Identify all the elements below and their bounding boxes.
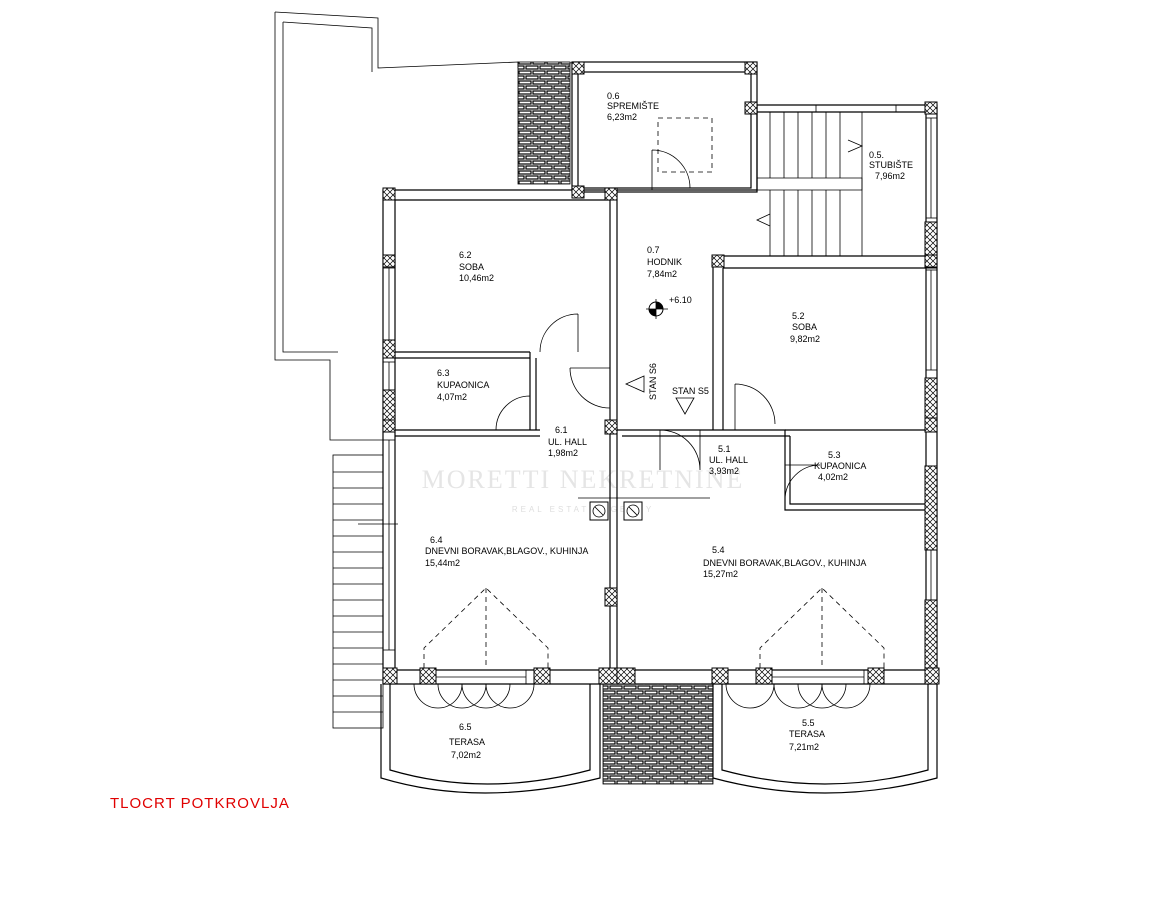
room-number: 5.5 [802, 718, 815, 728]
room-area: 4,02m2 [818, 472, 848, 482]
room-0-7: 0.7 HODNIK 7,84m2 [647, 245, 682, 279]
room-6-3: 6.3 KUPAONICA 4,07m2 [437, 368, 489, 402]
vent-symbols [578, 497, 710, 521]
room-name: KUPAONICA [437, 380, 489, 390]
brick-wall-bottom [602, 683, 714, 785]
room-area: 6,23m2 [607, 112, 637, 122]
watermark-tagline: REAL ESTATE AGENCY [512, 505, 654, 514]
room-area: 15,44m2 [425, 558, 460, 568]
room-5-4: 5.4 DNEVNI BORAVAK,BLAGOV., KUHINJA 15,2… [703, 545, 866, 579]
room-area: 9,82m2 [790, 334, 820, 344]
walls [382, 61, 938, 685]
room-area: 4,07m2 [437, 392, 467, 402]
room-5-1: 5.1 UL. HALL 3,93m2 [709, 444, 748, 476]
watermark-name: MORETTI NEKRETNINE [422, 465, 745, 494]
room-area: 7,21m2 [789, 742, 819, 752]
room-area: 10,46m2 [459, 273, 494, 283]
room-name: SOBA [459, 262, 484, 272]
room-area: 7,84m2 [647, 269, 677, 279]
room-name: DNEVNI BORAVAK,BLAGOV., KUHINJA [425, 546, 588, 556]
room-0-5: 0.5. STUBIŠTE 7,96m2 [869, 150, 913, 181]
room-name: STUBIŠTE [869, 160, 913, 170]
room-number: 5.2 [792, 311, 805, 321]
doors [413, 117, 871, 709]
unit-label-s5: STAN S5 [672, 386, 709, 396]
level-marker: +6.10 [646, 295, 692, 319]
room-0-6: 0.6 SPREMIŠTE 6,23m2 [607, 91, 659, 122]
room-area: 1,98m2 [548, 448, 578, 458]
room-name: SPREMIŠTE [607, 101, 659, 111]
room-number: 6.1 [555, 425, 568, 435]
interior-stairs [756, 112, 864, 256]
unit-markers: STAN S6 STAN S5 [625, 363, 709, 415]
room-name: DNEVNI BORAVAK,BLAGOV., KUHINJA [703, 558, 866, 568]
room-5-2: 5.2 SOBA 9,82m2 [790, 311, 820, 344]
roof-lines [423, 587, 885, 668]
room-6-5: 6.5 TERASA 7,02m2 [449, 722, 485, 760]
room-name: TERASA [789, 729, 825, 739]
room-6-4: 6.4 DNEVNI BORAVAK,BLAGOV., KUHINJA 15,4… [425, 535, 588, 568]
plan-title: TLOCRT POTKROVLJA [110, 795, 290, 812]
exterior-stairs [332, 454, 398, 729]
room-5-3: 5.3 KUPAONICA 4,02m2 [814, 450, 866, 482]
room-name: KUPAONICA [814, 461, 866, 471]
room-area: 15,27m2 [703, 569, 738, 579]
room-number: 5.4 [712, 545, 725, 555]
room-number: 6.3 [437, 368, 450, 378]
room-number: 0.7 [647, 245, 660, 255]
room-6-1: 6.1 UL. HALL 1,98m2 [548, 425, 587, 458]
level-value: +6.10 [669, 295, 692, 305]
room-number: 5.1 [718, 444, 731, 454]
room-name: UL. HALL [548, 437, 587, 447]
room-area: 3,93m2 [709, 466, 739, 476]
columns [382, 61, 940, 685]
room-name: SOBA [792, 322, 817, 332]
room-5-5: 5.5 TERASA 7,21m2 [789, 718, 825, 752]
terraces [380, 684, 938, 794]
room-number: 5.3 [828, 450, 841, 460]
watermark: MORETTI NEKRETNINE REAL ESTATE AGENCY [422, 465, 745, 514]
room-number: 6.4 [430, 535, 443, 545]
room-number: 0.5. [869, 150, 884, 160]
room-number: 6.5 [459, 722, 472, 732]
room-number: 0.6 [607, 91, 620, 101]
room-area: 7,02m2 [451, 750, 481, 760]
unit-label-s6: STAN S6 [648, 363, 658, 400]
room-name: HODNIK [647, 257, 682, 267]
room-name: TERASA [449, 737, 485, 747]
room-number: 6.2 [459, 250, 472, 260]
room-6-2: 6.2 SOBA 10,46m2 [459, 250, 494, 283]
brick-wall-top [517, 61, 571, 185]
room-area: 7,96m2 [875, 171, 905, 181]
room-name: UL. HALL [709, 455, 748, 465]
